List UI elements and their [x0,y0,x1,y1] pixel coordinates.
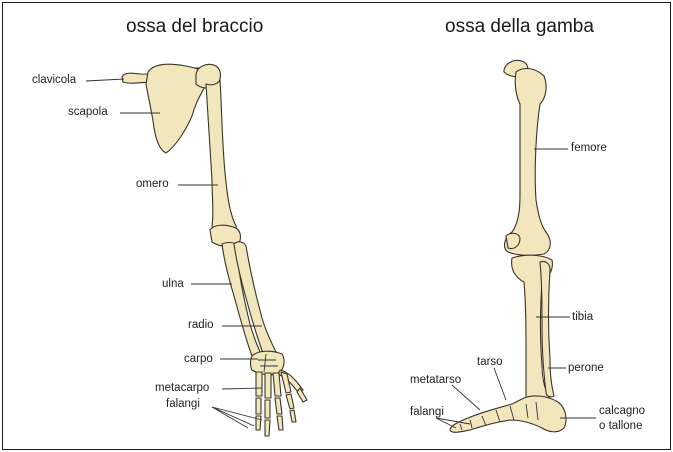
arm-bones [122,64,307,436]
label-falangi-arm: falangi [166,398,200,411]
label-femore: femore [571,142,607,155]
label-perone: perone [568,362,604,375]
leg-bones [450,60,566,432]
label-calcagno: calcagno [599,405,645,418]
label-metatarso: metatarso [410,374,461,387]
foot-bones [450,396,566,432]
label-falangi-leg: falangi [410,406,444,419]
label-clavicola: clavicola [32,74,76,87]
humerus-bone [206,80,236,238]
label-ulna: ulna [162,278,184,291]
label-omero: omero [136,178,169,191]
femur-bone [505,69,551,256]
label-radio: radio [188,319,214,332]
label-tibia: tibia [572,311,593,324]
label-metacarpo: metacarpo [155,382,209,395]
hand-bones [256,370,307,436]
label-tarso: tarso [477,356,503,369]
label-tallone: o tallone [599,420,642,433]
label-scapola: scapola [68,106,108,119]
label-carpo: carpo [184,353,213,366]
